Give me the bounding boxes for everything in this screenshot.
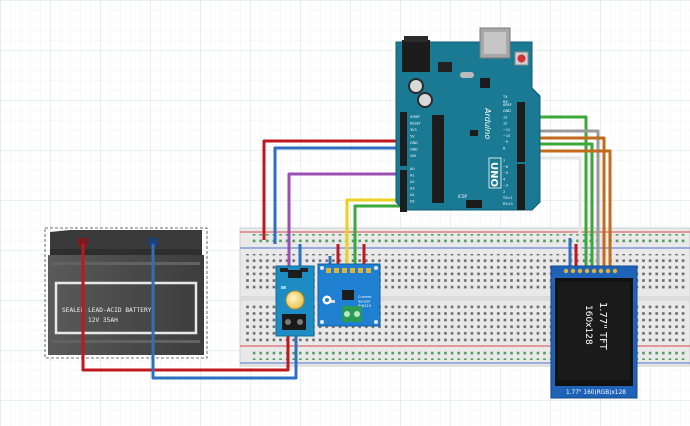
- arduino-right-pin-label: 13: [503, 115, 507, 119]
- wire-arduino-gnd: [273, 146, 402, 244]
- battery-label-line2: 12V 35AH: [88, 317, 118, 324]
- wire-scl: [353, 204, 402, 270]
- right-digital-header-top: [517, 102, 525, 162]
- sensor-label-line2: Sensor: [358, 300, 371, 304]
- tft-pin: [612, 268, 618, 274]
- sensor-screw-terminal: [342, 306, 362, 322]
- adafruit-logo: [322, 295, 332, 305]
- rx-label: RX: [503, 100, 508, 104]
- wire-battery-negative: [151, 244, 298, 380]
- arduino-left-pin-label: A3: [410, 187, 414, 191]
- arduino-left-pin-label: A5: [410, 200, 414, 204]
- tft-pin: [577, 268, 583, 274]
- tft-pin: [605, 268, 611, 274]
- lead-acid-battery: SEALED LEAD-ACID BATTERY 12V 35AH: [44, 227, 208, 359]
- arduino-left-pin-label: RESET: [410, 122, 422, 126]
- sensor-label-line1: Current: [358, 295, 372, 299]
- sensor-pin: [334, 268, 339, 273]
- arduino-left-pin-label: A1: [410, 174, 414, 178]
- arduino-left-pin-label: IOREF: [410, 115, 420, 119]
- wire-tft-pin7: [522, 156, 582, 266]
- tft-screen-line1: 1.77" TFT: [597, 302, 608, 351]
- wires: [81, 115, 612, 380]
- tft-bottom-label: 1.77" 160(RGB)x128: [566, 390, 626, 396]
- arduino-right-pin-label: 7: [503, 159, 505, 163]
- wire-battery-positive: [81, 244, 290, 372]
- arduino-left-pin-label: A4: [410, 193, 414, 197]
- arduino-brand: Arduino: [483, 107, 492, 139]
- left-power-header: [400, 112, 407, 166]
- wire-tft-pin10: [522, 136, 606, 266]
- arduino-left-pin-label: A2: [410, 180, 414, 184]
- arduino-right-pin-label: AREF: [503, 103, 512, 107]
- left-analog-header: [400, 170, 407, 212]
- sensor-pin: [366, 268, 371, 273]
- tft-display-module: 1.77" TFT 160x128 1.77" 160(RGB)x128: [550, 265, 638, 399]
- arduino-right-pin-label: TX>1: [502, 196, 512, 200]
- right-digital-header-bottom: [517, 164, 525, 210]
- arduino-right-pin-label: 2: [503, 190, 505, 194]
- switch-module: [275, 265, 315, 337]
- current-sensor-ina219: Current Sensor INA219: [317, 263, 381, 327]
- sensor-pin: [358, 268, 363, 273]
- sensor-chip: [342, 290, 354, 300]
- arduino-left-pin-label: 5V: [410, 135, 415, 139]
- tft-pin: [563, 268, 569, 274]
- tft-pin: [584, 268, 590, 274]
- battery-negative-terminal: [148, 238, 158, 246]
- wire-tft-pin8: [522, 149, 612, 266]
- sensor-pin: [350, 268, 355, 273]
- arduino-right-pin-label: GND: [503, 109, 511, 113]
- tft-pin: [591, 268, 597, 274]
- power-jack: [402, 40, 430, 72]
- potentiometer-knob[interactable]: [285, 290, 305, 310]
- arduino-left-pin-label: 3V3: [410, 128, 417, 132]
- sensor-label-line3: INA219: [358, 304, 372, 308]
- battery-positive-terminal: [78, 238, 88, 246]
- wire-arduino-5v: [262, 139, 402, 240]
- battery-label-line1: SEALED LEAD-ACID BATTERY: [62, 307, 152, 314]
- battery-label-panel: [54, 281, 198, 335]
- arduino-left-pin-label: GND: [410, 141, 418, 145]
- arduino-left-pin-label: GND: [410, 148, 418, 152]
- atmega-chip: [432, 115, 444, 203]
- wire-tft-pin13: [522, 115, 588, 266]
- arduino-right-pin-label: 12: [503, 122, 507, 126]
- tft-pin: [598, 268, 604, 274]
- arduino-right-pin-label: 8: [503, 146, 505, 150]
- tft-pin: [570, 268, 576, 274]
- icsp-header: [466, 200, 482, 208]
- arduino-model: UNO: [488, 162, 499, 187]
- sensor-pin: [342, 268, 347, 273]
- arduino-right-pin-label: ~9: [503, 140, 508, 144]
- icsp-label: ICSP: [458, 194, 468, 199]
- wire-tft-pin9: [522, 142, 594, 266]
- screw-terminal: [282, 314, 306, 330]
- arduino-uno-board: ICSP IOREFRESET3V35VGNDGNDVINA0A1A2A3A4A…: [395, 27, 541, 212]
- arduino-right-pin-label: ~11: [503, 128, 510, 132]
- wire-tft-pin11: [522, 129, 600, 266]
- tft-screen: [558, 282, 630, 380]
- tx-label: TX: [502, 95, 508, 99]
- arduino-left-pin-label: A0: [410, 167, 414, 171]
- arduino-right-pin-label: 4: [503, 177, 505, 181]
- arduino-right-pin-label: ~10: [503, 134, 510, 138]
- wire-sda: [345, 198, 402, 270]
- arduino-right-pin-label: ~3: [503, 184, 508, 188]
- tft-screen-line2: 160x128: [583, 305, 593, 345]
- arduino-right-pin-label: ~6: [503, 165, 508, 169]
- arduino-left-pin-label: VIN: [410, 154, 416, 158]
- arduino-right-pin-label: ~5: [503, 171, 508, 175]
- sensor-pin: [326, 268, 331, 273]
- arduino-right-pin-label: RX<0: [503, 202, 513, 206]
- wire-arduino-a0: [287, 172, 402, 270]
